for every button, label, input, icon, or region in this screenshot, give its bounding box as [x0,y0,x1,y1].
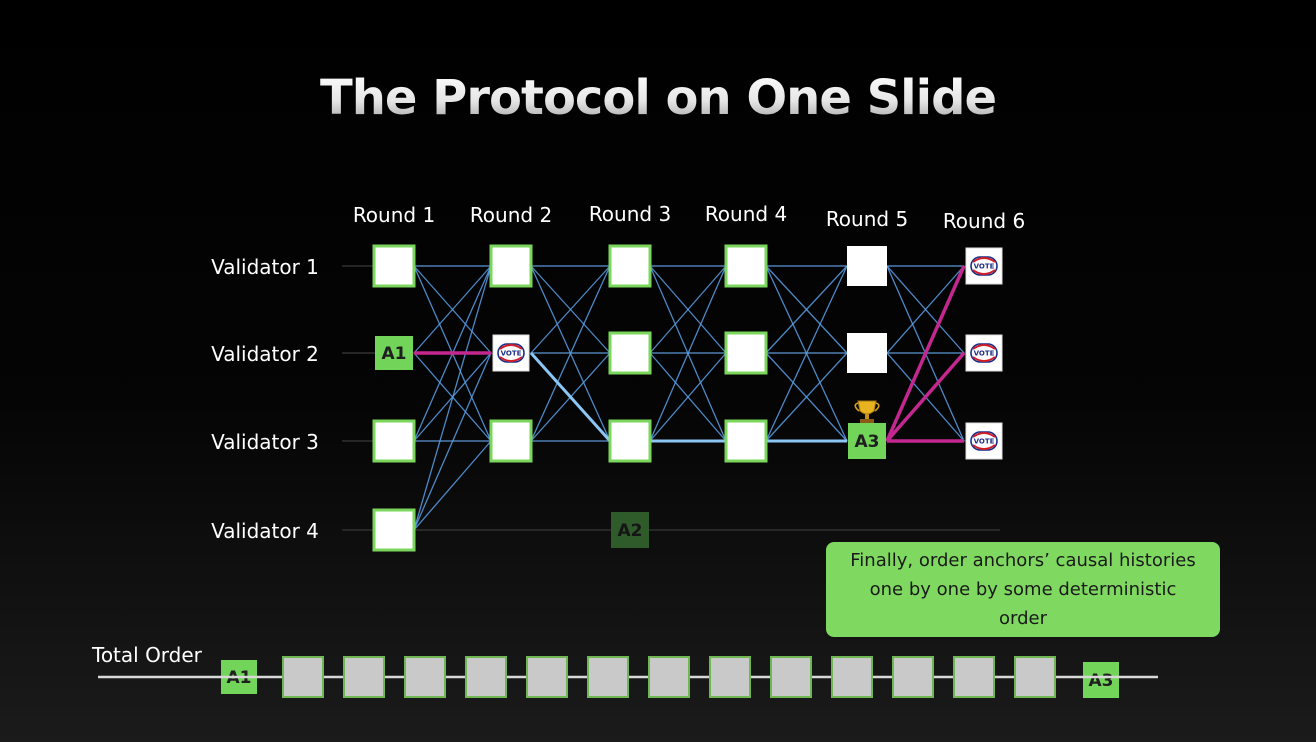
total-order-vertex [587,656,629,698]
dag-edge [530,265,611,354]
dag-vertex [372,244,416,288]
svg-text:VOTE: VOTE [974,438,995,446]
total-order-vertex [831,656,873,698]
total-order-vertex [526,656,568,698]
dag-edge [413,352,492,531]
dag-edge [765,265,848,354]
dag-vertex [372,508,416,552]
dag-edge [765,352,848,442]
round-label: Round 1 [353,203,435,227]
causal-path-edge [529,351,612,443]
round-label: Round 6 [943,209,1025,233]
dag-edge [413,440,492,531]
vote-edge [885,265,966,442]
dag-vertex [608,331,652,375]
vote-badge-icon: VOTE [492,334,530,372]
svg-text:VOTE: VOTE [974,263,995,271]
dag-edge [649,352,727,442]
vote-badge-icon: VOTE [965,422,1003,460]
validator-label: Validator 1 [211,255,319,279]
total-order-vertex [648,656,690,698]
total-order-last-anchor-label: A3 [1089,671,1114,691]
dag-vertex [608,244,652,288]
vote-badge-icon: VOTE [965,334,1003,372]
dag-edge [413,265,492,531]
dag-vertex [372,419,416,463]
total-order-vertex [1014,656,1056,698]
total-order-vertex [770,656,812,698]
dag-edge [413,265,492,354]
dag-vertex [724,419,768,463]
dag-edge [530,265,611,442]
validator-label: Validator 3 [211,430,319,454]
dag-vertex [608,419,652,463]
dag-vertex [489,244,533,288]
dag-vertex [489,419,533,463]
trophy-icon [854,400,880,423]
round-label: Round 5 [826,207,908,231]
vote-edge [885,351,966,443]
dag-edge [886,265,965,354]
dag-edge [765,265,848,442]
dag-vertex [847,246,887,286]
round-label: Round 2 [470,203,552,227]
anchor-a1-label: A1 [382,344,407,364]
round-label: Round 3 [589,202,671,226]
total-order-vertex [282,656,324,698]
vote-badge-icon: VOTE [965,247,1003,285]
total-order-last-anchor [1083,662,1119,698]
total-order-vertex [892,656,934,698]
callout-note: Finally, order anchors’ causal histories… [826,542,1220,637]
anchor-a3 [848,423,886,459]
svg-text:VOTE: VOTE [974,350,995,358]
dag-edge [649,265,727,442]
svg-text:VOTE: VOTE [501,350,522,358]
dag-vertex [724,331,768,375]
round-label: Round 4 [705,202,787,226]
validator-label: Validator 4 [211,519,319,543]
anchor-a2-skipped-label: A2 [618,521,643,541]
dag-edge [649,265,727,354]
total-order-vertex [465,656,507,698]
total-order-vertex [709,656,751,698]
validator-label: Validator 2 [211,342,319,366]
dag-vertex [847,333,887,373]
dag-vertex [724,244,768,288]
slide-title: The Protocol on One Slide [0,70,1316,126]
total-order-vertex [953,656,995,698]
total-order-vertex [343,656,385,698]
total-order-label: Total Order [92,643,202,667]
anchor-a3-label: A3 [855,432,880,452]
total-order-vertex [404,656,446,698]
anchor-a2-skipped [611,512,649,548]
anchor-a1 [375,336,413,370]
